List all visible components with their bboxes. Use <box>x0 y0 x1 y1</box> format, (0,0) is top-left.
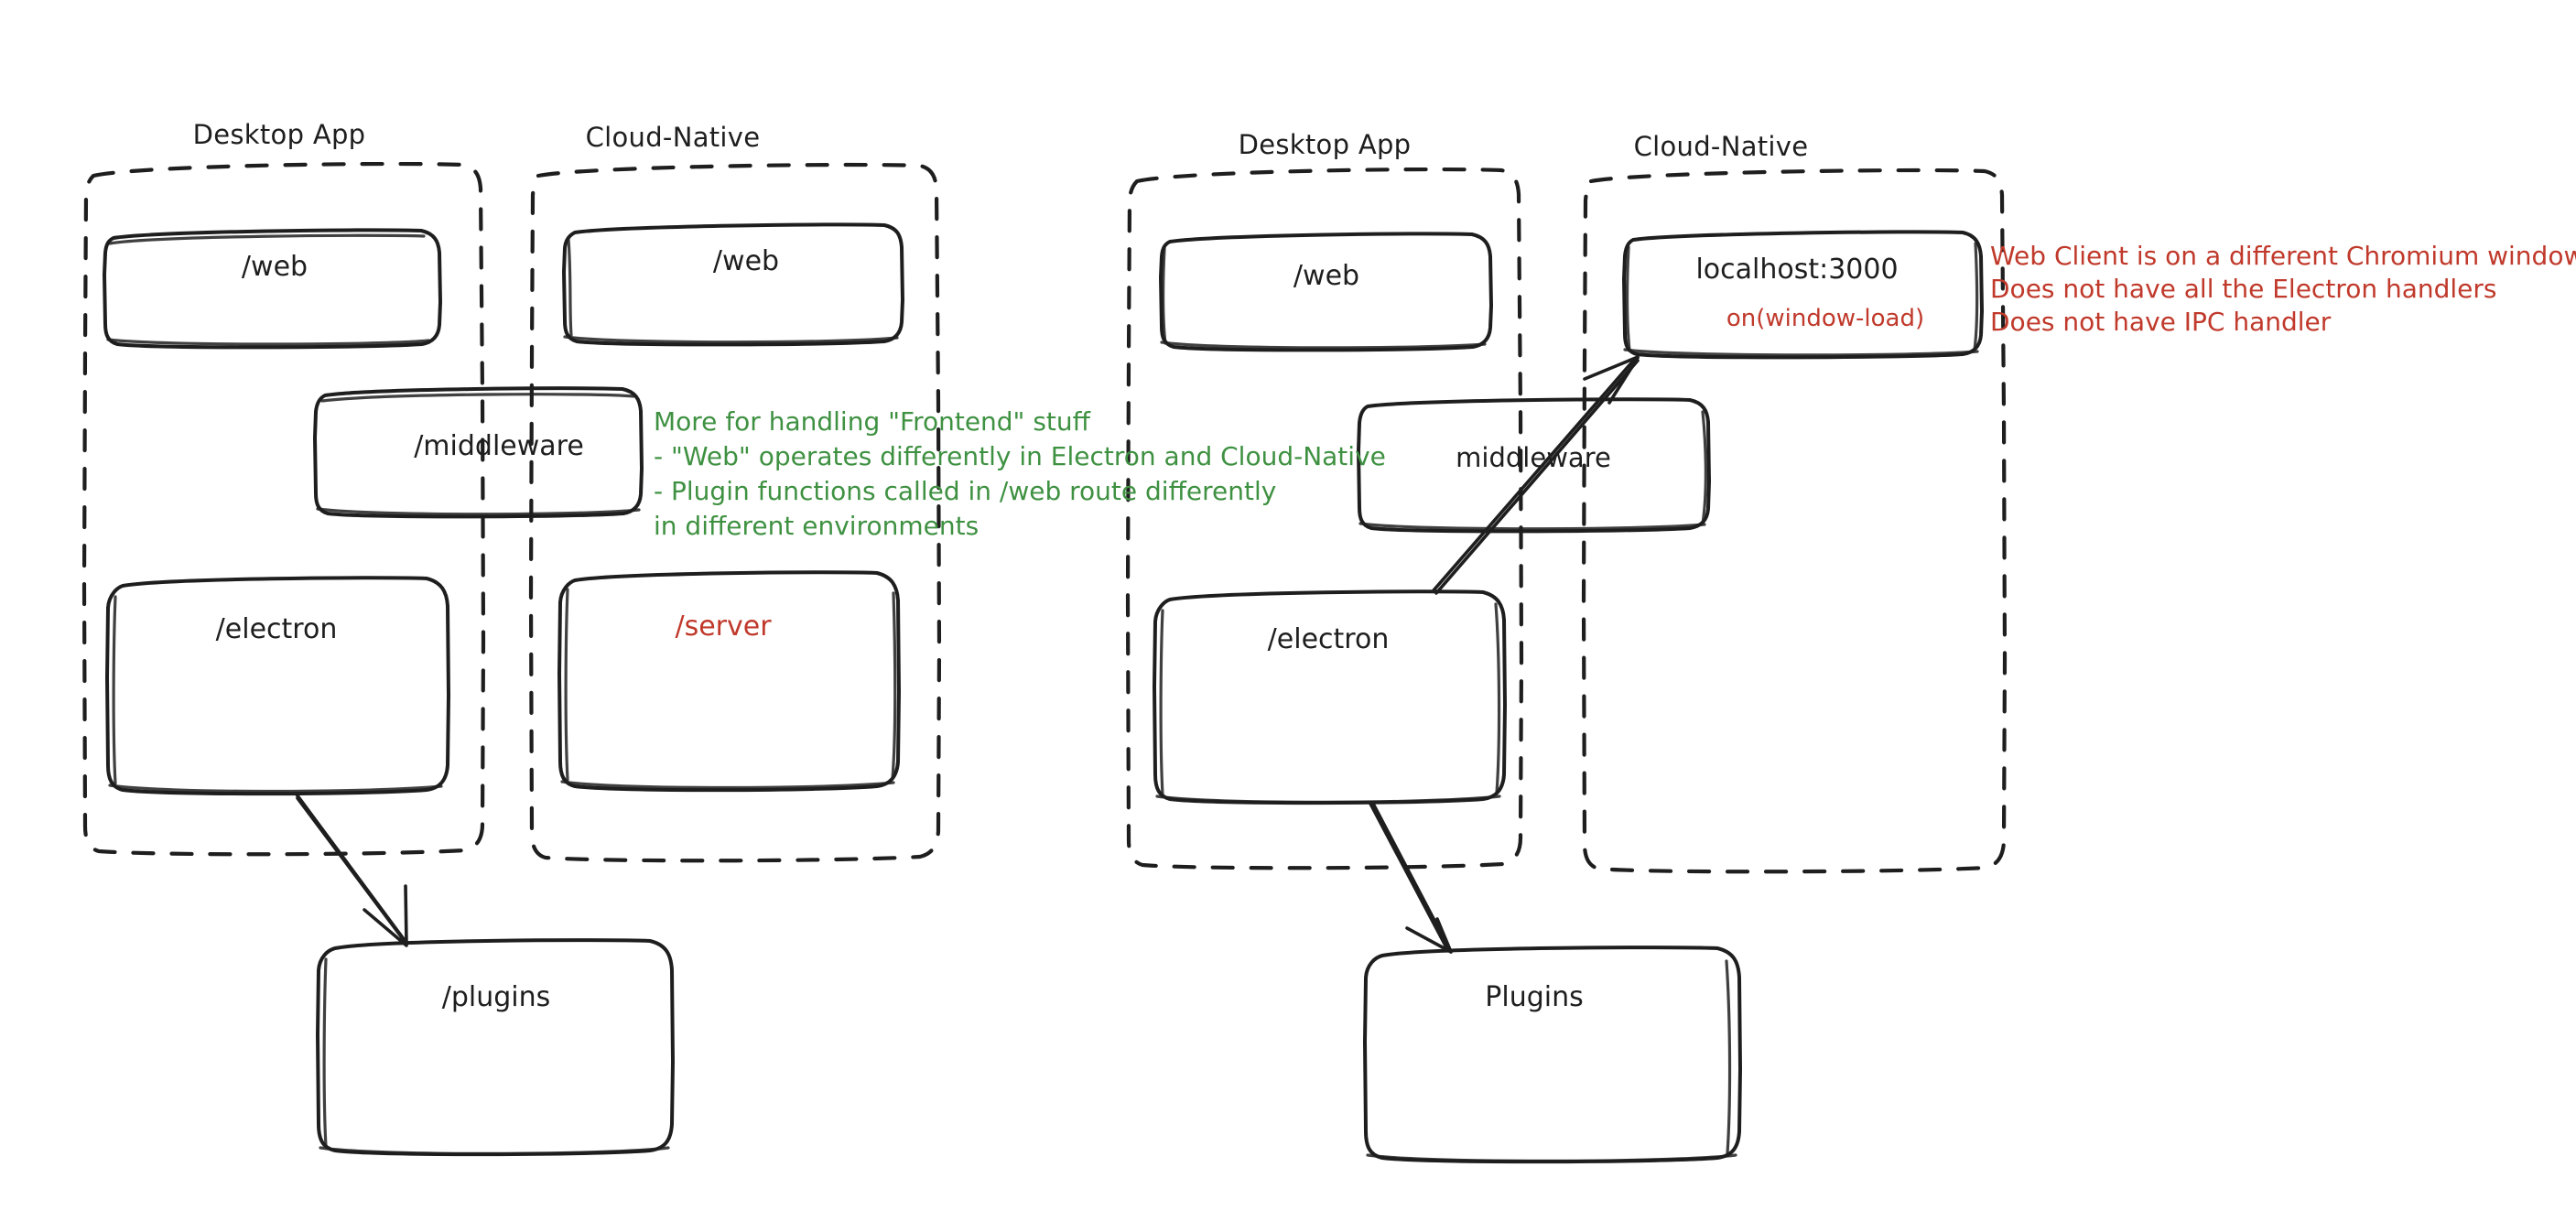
arrow-left-electron-to-plugins <box>295 793 408 947</box>
group-outline-right-desktop-app <box>1125 167 1524 870</box>
arrow-right-electron-to-plugins <box>1369 802 1453 954</box>
box-outline-left-server <box>557 570 901 793</box>
box-outline-right-electron <box>1153 589 1507 805</box>
box-outline-left-cloud-web <box>562 222 904 347</box>
arrow-right-electron-to-localhost <box>1432 355 1640 595</box>
box-outline-right-middleware <box>1357 397 1711 534</box>
box-outline-left-middleware <box>313 386 644 519</box>
box-outline-left-electron <box>105 576 450 796</box>
box-outline-right-localhost <box>1622 230 1984 360</box>
box-outline-left-plugins <box>316 938 675 1157</box>
box-outline-right-plugins <box>1363 946 1742 1164</box>
group-outline-right-cloud-native <box>1581 168 2008 874</box>
box-outline-left-desktop-web <box>103 228 442 350</box>
box-outline-right-desktop-web <box>1159 232 1493 352</box>
group-outline-left-desktop-app <box>81 161 486 857</box>
group-outline-left-cloud-native <box>528 162 942 863</box>
